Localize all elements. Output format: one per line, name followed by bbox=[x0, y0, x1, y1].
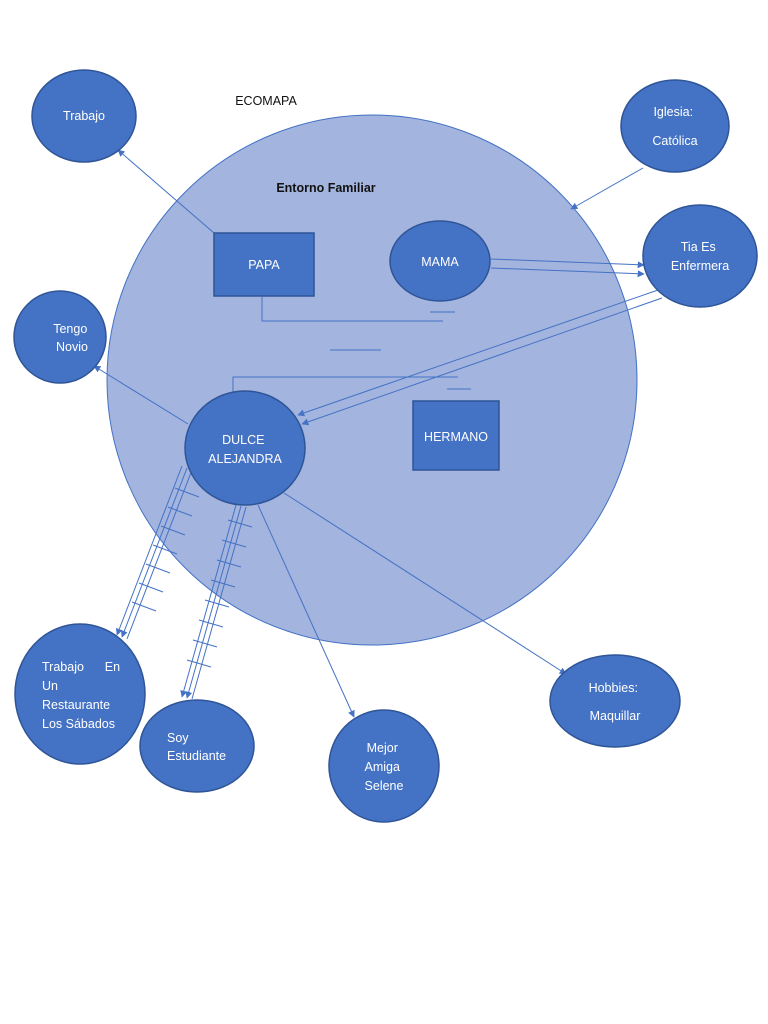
stress-tick bbox=[192, 639, 218, 648]
node-dulce: DULCE ALEJANDRA bbox=[184, 390, 306, 506]
connection-tia-dulce-2 bbox=[301, 297, 663, 426]
node-trabajo-restaurante-line: Restaurante bbox=[42, 698, 110, 712]
connection-dulce-amiga bbox=[257, 504, 355, 718]
node-amiga-shape bbox=[328, 709, 440, 823]
node-amiga-label: Mejor Amiga Selene bbox=[365, 741, 404, 793]
node-novio-line: Tengo bbox=[53, 322, 87, 336]
node-tia: Tia Es Enfermera bbox=[642, 204, 758, 308]
connection-papa-trabajo bbox=[117, 149, 215, 234]
node-trabajo-restaurante-label: Trabajo En Un Restaurante Los Sábados bbox=[0, 0, 144, 731]
node-tia-label: Tia Es Enfermera bbox=[671, 240, 729, 273]
connection-mama-tia-2 bbox=[490, 267, 645, 278]
node-dulce-line: ALEJANDRA bbox=[208, 452, 282, 466]
node-novio-label: Tengo Novio bbox=[53, 322, 91, 354]
node-hermano-line: HERMANO bbox=[424, 430, 488, 444]
node-hobbies-label: Hobbies: Maquillar bbox=[589, 681, 642, 723]
stress-tick bbox=[131, 601, 157, 612]
node-tia-shape bbox=[642, 204, 758, 308]
connections bbox=[93, 149, 663, 718]
node-mama: MAMA bbox=[389, 220, 491, 302]
stress-tick bbox=[227, 519, 253, 528]
node-hermano: HERMANO bbox=[412, 400, 500, 471]
node-dulce-shape bbox=[184, 390, 306, 506]
node-iglesia-shape bbox=[620, 79, 730, 173]
node-tia-line: Tia Es bbox=[681, 240, 716, 254]
stress-tick bbox=[216, 559, 242, 568]
node-trabajo: Trabajo bbox=[31, 69, 137, 163]
node-mama-shape bbox=[389, 220, 491, 302]
node-amiga-line: Amiga bbox=[365, 760, 400, 774]
node-papa-shape bbox=[213, 232, 315, 297]
node-tia-line: Enfermera bbox=[671, 259, 729, 273]
node-hobbies-shape bbox=[549, 654, 681, 748]
diagram-title: ECOMAPA bbox=[235, 94, 297, 108]
node-amiga-line: Selene bbox=[365, 779, 404, 793]
node-mama-line: MAMA bbox=[421, 255, 459, 269]
stress-tick bbox=[160, 525, 186, 536]
stress-tick bbox=[198, 619, 224, 628]
connection-dulce-restaurante-3 bbox=[126, 469, 193, 640]
node-iglesia-label: Iglesia: Católica bbox=[652, 105, 697, 148]
connection-dulce-family bbox=[232, 376, 458, 392]
node-iglesia: Iglesia: Católica bbox=[620, 79, 730, 173]
environment-label: Entorno Familiar bbox=[276, 181, 375, 195]
stress-marks bbox=[131, 487, 253, 668]
connection-dulce-hobbies bbox=[283, 492, 567, 675]
node-trabajo-line: Trabajo bbox=[63, 109, 105, 123]
node-trabajo-restaurante-line: Los Sábados bbox=[42, 717, 115, 731]
connection-dulce-restaurante-2 bbox=[120, 467, 188, 638]
node-papa-label: PAPA bbox=[248, 258, 280, 272]
stress-tick bbox=[204, 599, 230, 608]
node-papa: PAPA bbox=[213, 232, 315, 297]
connection-dulce-restaurante-1 bbox=[115, 465, 183, 636]
node-estudiante: Soy Estudiante bbox=[139, 699, 255, 793]
node-estudiante-line: Estudiante bbox=[167, 749, 226, 763]
connection-tia-dulce-1 bbox=[297, 289, 659, 417]
node-mama-label: MAMA bbox=[421, 255, 459, 269]
node-papa-line: PAPA bbox=[248, 258, 280, 272]
node-novio-line: Novio bbox=[56, 340, 88, 354]
connection-dulce-estudiante-3 bbox=[191, 506, 247, 700]
connection-mama-tia-1 bbox=[490, 258, 645, 269]
connection-dulce-novio bbox=[93, 365, 189, 425]
node-novio-shape bbox=[13, 290, 107, 384]
node-trabajo-restaurante-line: Un bbox=[42, 679, 58, 693]
node-trabajo-restaurante-line: Trabajo En bbox=[42, 660, 120, 674]
node-dulce-label: DULCE ALEJANDRA bbox=[208, 433, 282, 466]
stress-tick bbox=[167, 506, 193, 517]
node-hobbies-line: Hobbies: bbox=[589, 681, 638, 695]
node-trabajo-label: Trabajo bbox=[63, 109, 105, 123]
node-dulce-line: DULCE bbox=[222, 433, 264, 447]
stress-tick bbox=[186, 659, 212, 668]
node-hobbies: Hobbies: Maquillar bbox=[549, 654, 681, 748]
node-hobbies-line: Maquillar bbox=[590, 709, 641, 723]
node-hermano-shape bbox=[412, 400, 500, 471]
stress-tick bbox=[138, 582, 164, 593]
node-iglesia-line: Iglesia: bbox=[653, 105, 693, 119]
connection-dulce-estudiante-2 bbox=[185, 505, 242, 699]
node-hermano-label: HERMANO bbox=[424, 430, 488, 444]
node-trabajo-restaurante-shape bbox=[14, 623, 146, 765]
stress-tick bbox=[221, 539, 247, 548]
connection-papa-mama bbox=[261, 297, 443, 322]
stress-tick bbox=[152, 544, 178, 555]
stress-tick bbox=[210, 579, 236, 588]
node-novio: Tengo Novio bbox=[13, 290, 107, 384]
node-estudiante-shape bbox=[139, 699, 255, 793]
node-iglesia-line: Católica bbox=[652, 134, 697, 148]
connection-iglesia-environment bbox=[570, 167, 644, 210]
stress-tick bbox=[145, 563, 171, 574]
node-estudiante-line: Soy bbox=[167, 731, 189, 745]
node-amiga: Mejor Amiga Selene bbox=[328, 709, 440, 823]
node-trabajo-shape bbox=[31, 69, 137, 163]
node-trabajo-restaurante: Trabajo En Un Restaurante Los Sábados bbox=[0, 0, 146, 765]
node-estudiante-label: Soy Estudiante bbox=[167, 731, 226, 763]
node-amiga-line: Mejor bbox=[367, 741, 398, 755]
stress-tick bbox=[174, 487, 200, 498]
